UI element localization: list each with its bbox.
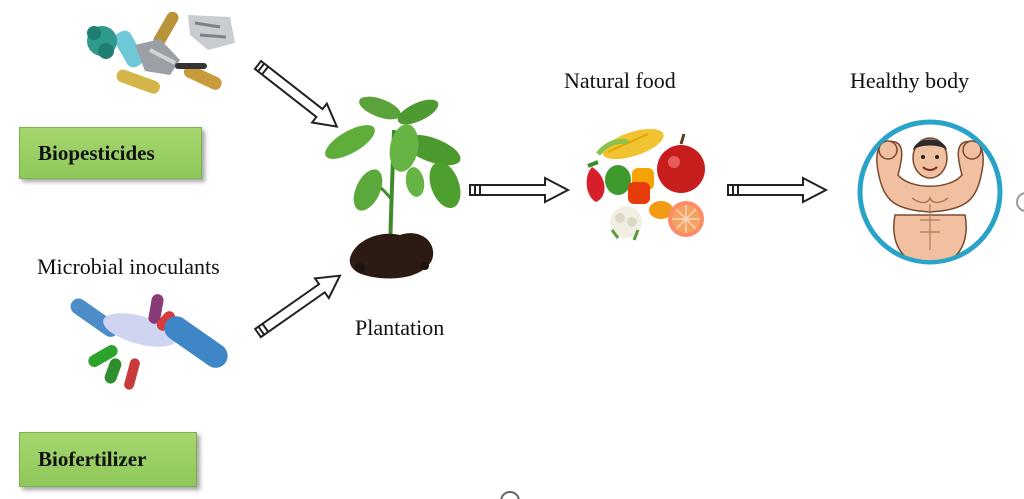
biopesticides-label: Biopesticides bbox=[38, 140, 155, 165]
natural-food-illustration bbox=[586, 128, 705, 241]
healthy-body-label: Healthy body bbox=[850, 68, 970, 93]
plantation-label: Plantation bbox=[355, 315, 445, 340]
biopesticides-box: Biopesticides bbox=[19, 127, 202, 179]
microbial-inoculants-illustration bbox=[70, 294, 228, 390]
natural-food-label: Natural food bbox=[564, 68, 676, 93]
plant-illustration bbox=[325, 96, 461, 279]
bottom-marker bbox=[500, 491, 520, 499]
biofertilizer-box: Biofertilizer bbox=[19, 432, 197, 487]
healthy-body-illustration bbox=[857, 119, 1003, 265]
edge-marker bbox=[1016, 192, 1024, 212]
biofertilizer-label: Biofertilizer bbox=[38, 447, 147, 471]
biopesticides-illustration bbox=[87, 11, 235, 94]
microbial-inoculants-label: Microbial inoculants bbox=[37, 254, 220, 279]
